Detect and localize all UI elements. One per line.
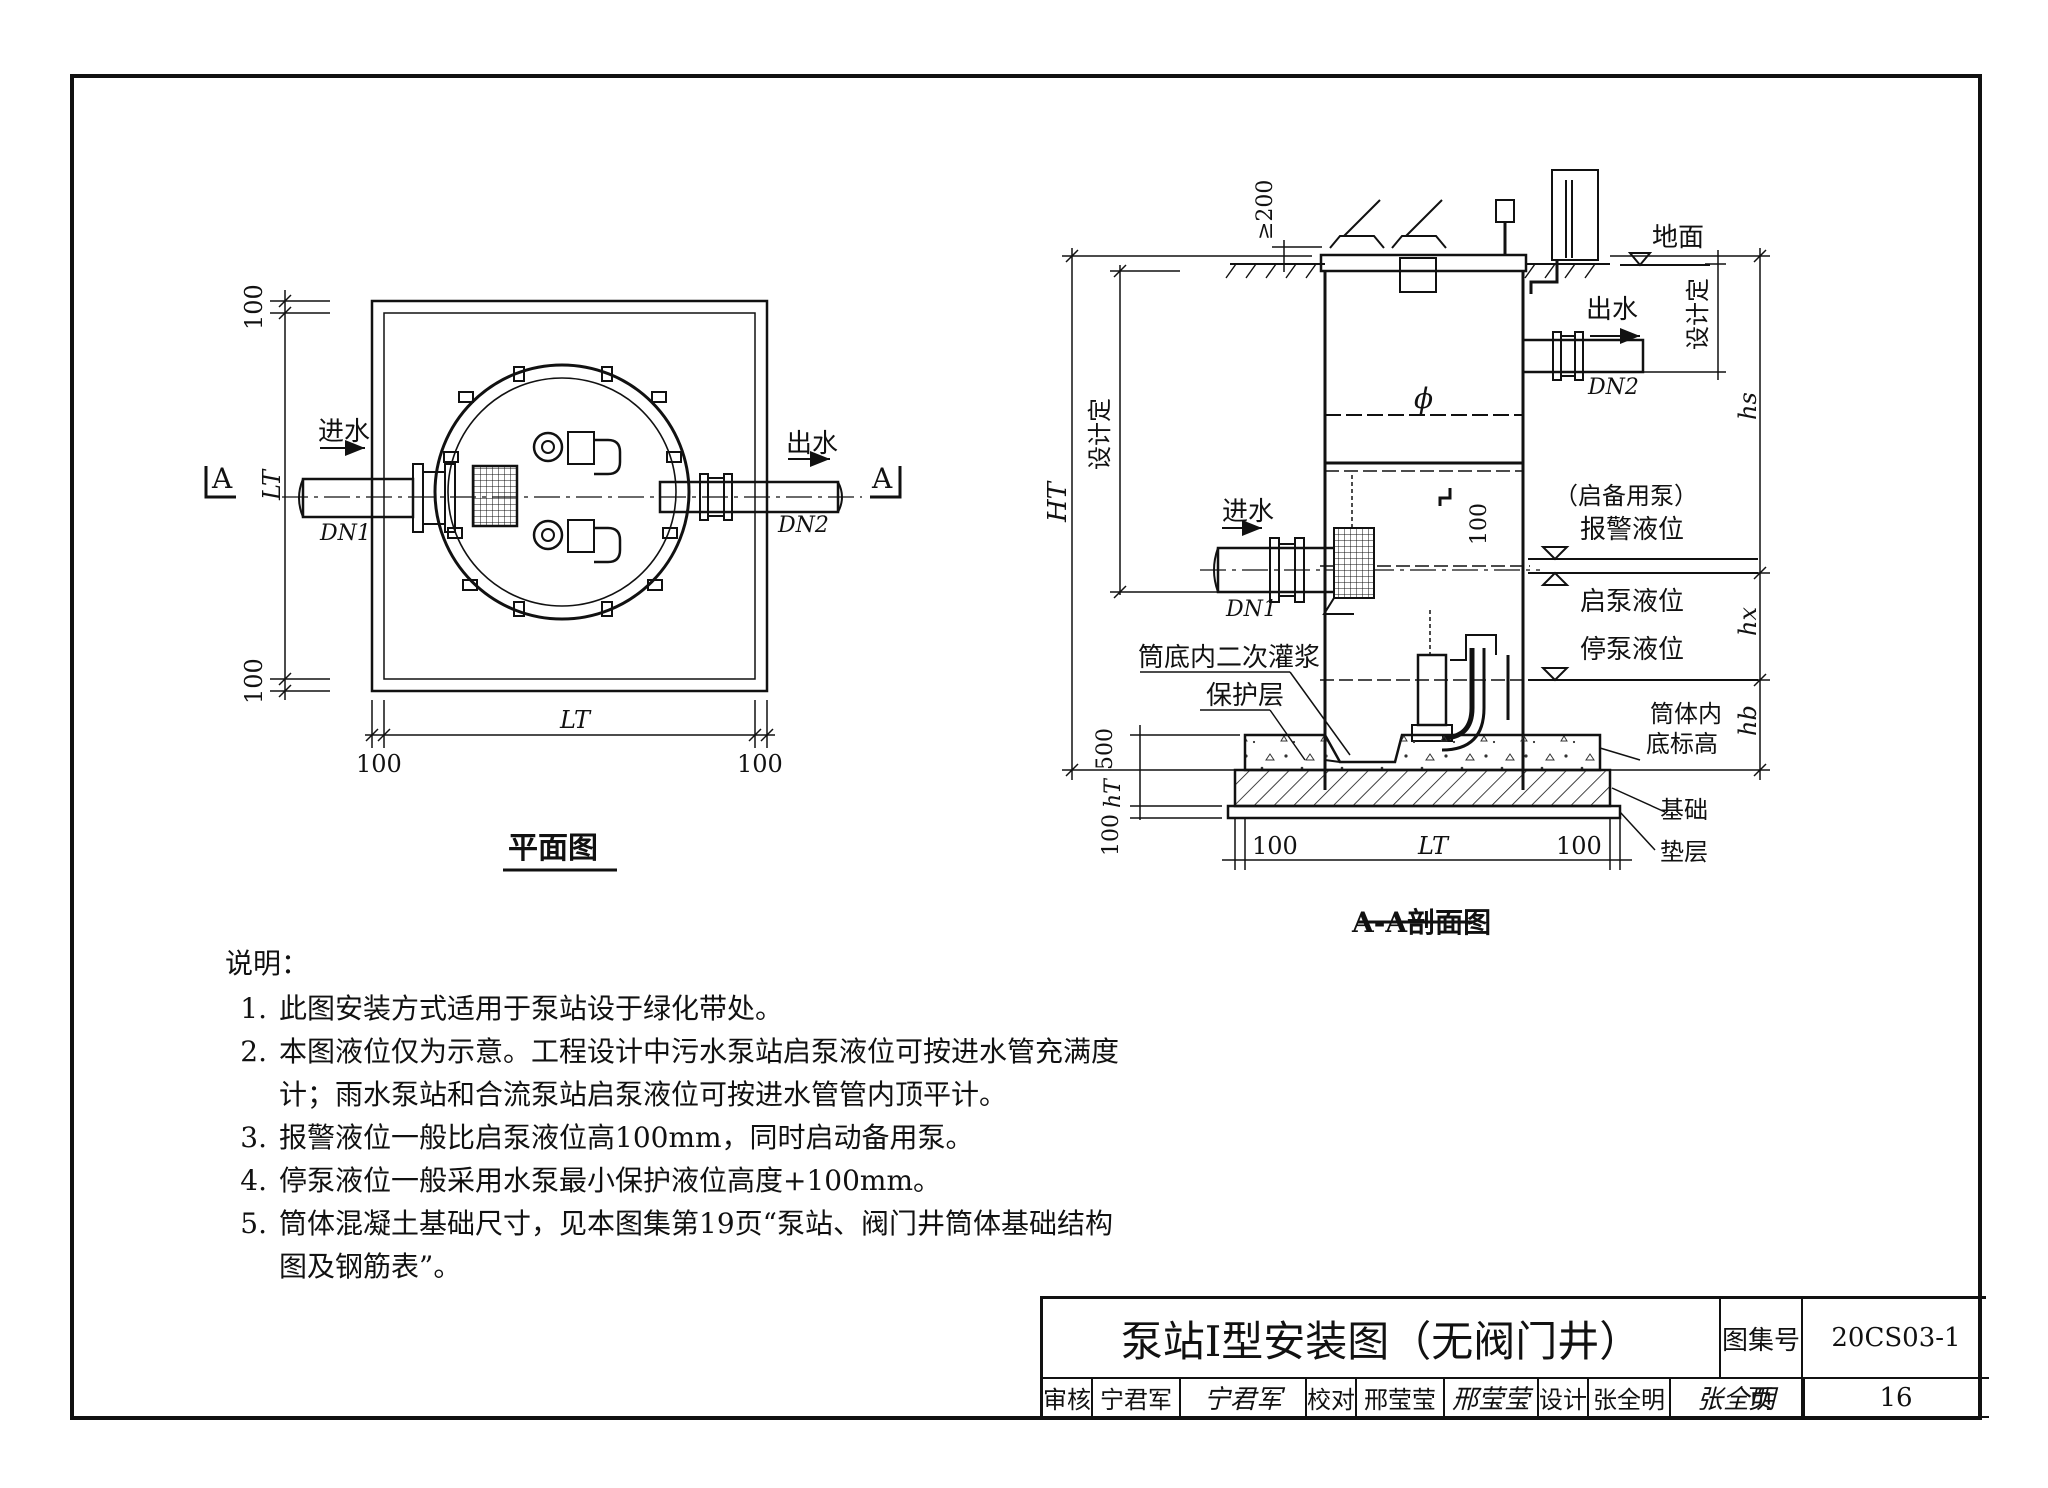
checker-signature: 邢莹莹 xyxy=(1445,1379,1539,1418)
plan-dim-left-100: 100 xyxy=(356,750,402,778)
dim-cushion-100: 100 xyxy=(1099,814,1124,856)
bottom-elev-label-1: 筒体内 xyxy=(1650,700,1722,728)
reviewer-signature: 宁君军 xyxy=(1181,1379,1307,1418)
note-text: 图及钢筋表”。 xyxy=(279,1250,462,1283)
plan-dim-bottom-100: 100 xyxy=(240,658,268,704)
note-item: 3. 报警液位一般比启泵液位高100mm，同时启动备用泵。 xyxy=(225,1116,1185,1159)
section-outlet-pipe: DN2 xyxy=(1587,375,1639,400)
page-label: 页 xyxy=(1721,1379,1803,1418)
section-dim-left-100: 100 xyxy=(1252,832,1298,860)
note-number: 1. xyxy=(240,992,267,1025)
notes: 说明： 1. 此图安装方式适用于泵站设于绿化带处。 2. 本图液位仅为示意。工程… xyxy=(225,942,1185,1288)
note-item: 5. 筒体混凝土基础尺寸，见本图集第19页“泵站、阀门井筒体基础结构图及钢筋表”… xyxy=(225,1202,1185,1288)
note-item: 2. 本图液位仅为示意。工程设计中污水泵站启泵液位可按进水管充满度计；雨水泵站和… xyxy=(225,1030,1185,1116)
plan-inlet-label: 进水 xyxy=(318,417,370,447)
alarm-level-label: 报警液位 xyxy=(1580,515,1684,545)
plan-dim-top-100: 100 xyxy=(240,284,268,330)
plan-inlet-pipe: DN1 xyxy=(319,521,371,546)
note-number: 4. xyxy=(240,1164,267,1197)
stop-level-label: 停泵液位 xyxy=(1580,635,1684,665)
designer-name: 张全明 xyxy=(1589,1379,1671,1418)
plan-view xyxy=(204,290,902,872)
plan-dim-right-100: 100 xyxy=(737,750,783,778)
check-label: 校对 xyxy=(1307,1379,1357,1418)
cushion-label: 垫层 xyxy=(1660,838,1708,866)
plan-view-title: 平面图 xyxy=(508,831,598,866)
standby-pump-label: （启备用泵） xyxy=(1554,482,1698,510)
note-item: 4. 停泵液位一般采用水泵最小保护液位高度+100mm。 xyxy=(225,1159,1185,1202)
design-label: 设计 xyxy=(1539,1379,1589,1418)
protect-layer-label: 保护层 xyxy=(1206,681,1284,711)
design-set-right: 设计定 xyxy=(1684,278,1712,350)
note-text: 报警液位一般比启泵液位高100mm，同时启动备用泵。 xyxy=(279,1121,974,1154)
plan-outlet-label: 出水 xyxy=(786,429,838,459)
section-inlet-label: 进水 xyxy=(1222,497,1274,527)
plan-view-labels: A A 进水 出水 DN1 DN2 LT 100 100 LT 100 100 … xyxy=(211,284,893,866)
review-label: 审核 xyxy=(1043,1379,1093,1418)
note-text: 筒体混凝土基础尺寸，见本图集第19页“泵站、阀门井筒体基础结构 xyxy=(279,1207,1113,1240)
ht-dim: HT xyxy=(1043,480,1073,523)
dim-500: 500 xyxy=(1093,728,1118,770)
section-view-labels: 地面 ≥200 设计定 出水 DN2 ϕ 设计定 HT hs hx hb 进水 … xyxy=(1043,180,1762,939)
plan-section-mark-left: A xyxy=(211,462,233,495)
section-dim-lt: LT xyxy=(1417,832,1450,860)
note-text: 此图安装方式适用于泵站设于绿化带处。 xyxy=(279,992,784,1025)
note-text: 停泵液位一般采用水泵最小保护液位高度+100mm。 xyxy=(279,1164,942,1197)
section-view xyxy=(1062,169,1770,924)
section-outlet-label: 出水 xyxy=(1586,295,1638,325)
note-text: 计；雨水泵站和合流泵站启泵液位可按进水管管内顶平计。 xyxy=(279,1078,1008,1111)
foundation-label: 基础 xyxy=(1660,796,1708,824)
note-number: 5. xyxy=(240,1207,267,1240)
bottom-elev-label-2: 底标高 xyxy=(1646,730,1718,758)
ground-label: 地面 xyxy=(1652,223,1704,253)
design-set-left: 设计定 xyxy=(1086,398,1114,470)
plan-section-mark-right: A xyxy=(871,462,893,495)
diameter-symbol: ϕ xyxy=(1414,382,1433,415)
plan-dim-lt-horizontal: LT xyxy=(559,706,592,734)
dim-ht-small: hT xyxy=(1101,777,1126,808)
hx-dim: hx xyxy=(1734,607,1762,636)
hb-dim: hb xyxy=(1734,705,1762,736)
section-inlet-pipe: DN1 xyxy=(1225,597,1277,622)
note-text: 本图液位仅为示意。工程设计中污水泵站启泵液位可按进水管充满度 xyxy=(279,1035,1120,1068)
atlas-number: 20CS03-1 xyxy=(1803,1299,1989,1379)
min-cover-dim: ≥200 xyxy=(1253,180,1278,240)
drawing-frame xyxy=(70,74,1982,1420)
drawing-title: 泵站Ⅰ型安装图（无阀门井） xyxy=(1043,1299,1721,1379)
section-dim-right-100: 100 xyxy=(1556,832,1602,860)
reviewer-name: 宁君军 xyxy=(1093,1379,1181,1418)
plan-outlet-pipe: DN2 xyxy=(777,513,829,538)
grouting-label: 筒底内二次灌浆 xyxy=(1138,643,1320,673)
title-block: 泵站Ⅰ型安装图（无阀门井） 图集号 20CS03-1 审核 宁君军 宁君军 校对… xyxy=(1040,1296,1989,1418)
atlas-label: 图集号 xyxy=(1721,1299,1803,1379)
section-view-title: A-A剖面图 xyxy=(1351,906,1491,939)
note-item: 1. 此图安装方式适用于泵站设于绿化带处。 xyxy=(225,987,1185,1030)
hs-dim: hs xyxy=(1734,392,1762,420)
level-100-dim: 100 xyxy=(1467,503,1492,545)
notes-heading: 说明： xyxy=(225,947,310,980)
note-number: 3. xyxy=(240,1121,267,1154)
plan-dim-lt-vertical: LT xyxy=(258,468,286,501)
start-level-label: 启泵液位 xyxy=(1580,587,1684,617)
note-number: 2. xyxy=(240,1035,267,1068)
page-number: 16 xyxy=(1803,1379,1989,1418)
checker-name: 邢莹莹 xyxy=(1357,1379,1445,1418)
